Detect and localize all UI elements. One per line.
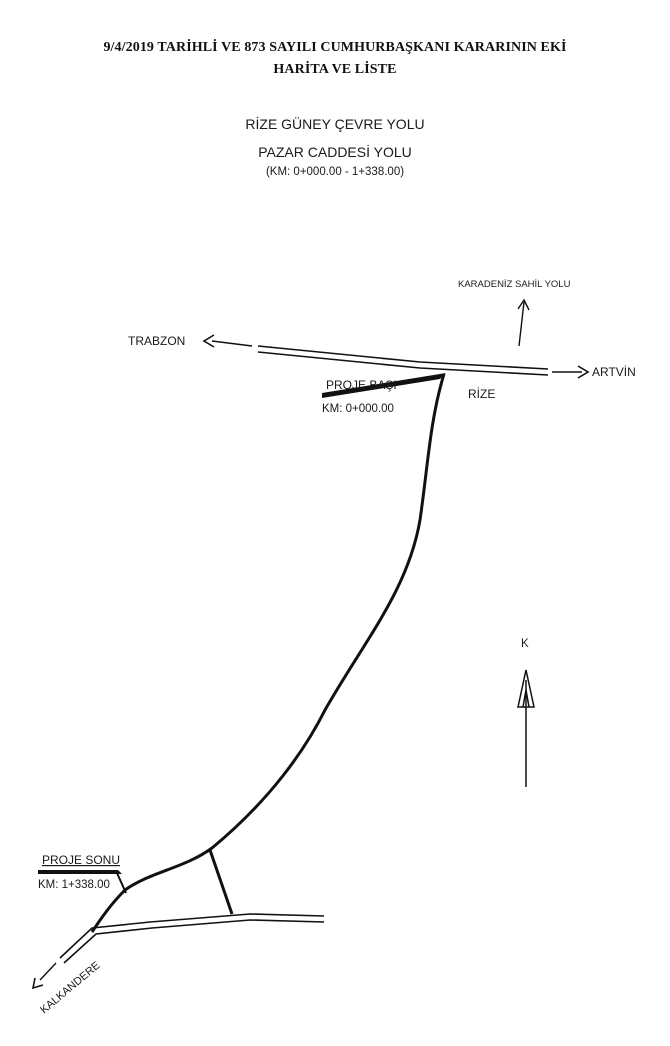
kalkandere-label: KALKANDERE: [38, 960, 102, 1017]
project-end-km: KM: 1+338.00: [38, 879, 110, 891]
connector-road: [208, 849, 234, 915]
north-label: K: [521, 638, 529, 650]
rize-label: RİZE: [468, 387, 495, 401]
project-end-marker: [38, 870, 122, 874]
header-line-1: 9/4/2019 TARİHLİ VE 873 SAYILI CUMHURBAŞ…: [103, 40, 567, 55]
artvin-arrow-icon: [577, 365, 590, 379]
coastal-road: [211, 340, 582, 376]
project-end-leader: [116, 872, 127, 894]
trabzon-label: TRABZON: [128, 334, 185, 348]
map-subtitle: PAZAR CADDESİ YOLU: [258, 144, 412, 160]
trabzon-arrow-icon: [202, 334, 215, 348]
project-start-label: PROJE BAŞI: [326, 378, 397, 392]
kalkandere-arrow-icon: [31, 977, 44, 990]
header-line-2: HARİTA VE LİSTE: [273, 62, 397, 77]
project-start-km: KM: 0+000.00: [322, 403, 394, 415]
karadeniz-label: KARADENİZ SAHİL YOLU: [458, 279, 571, 290]
kalkandere-road: [39, 913, 325, 981]
main-route: [90, 373, 446, 933]
project-end-label: PROJE SONU: [42, 853, 120, 867]
project-start-marker: [322, 373, 446, 398]
artvin-label: ARTVİN: [592, 365, 636, 379]
north-arrow-icon: [517, 669, 535, 787]
karadeniz-arrow-icon: [517, 298, 530, 347]
map-title: RİZE GÜNEY ÇEVRE YOLU: [245, 116, 425, 132]
km-range: (KM: 0+000.00 - 1+338.00): [265, 166, 405, 178]
